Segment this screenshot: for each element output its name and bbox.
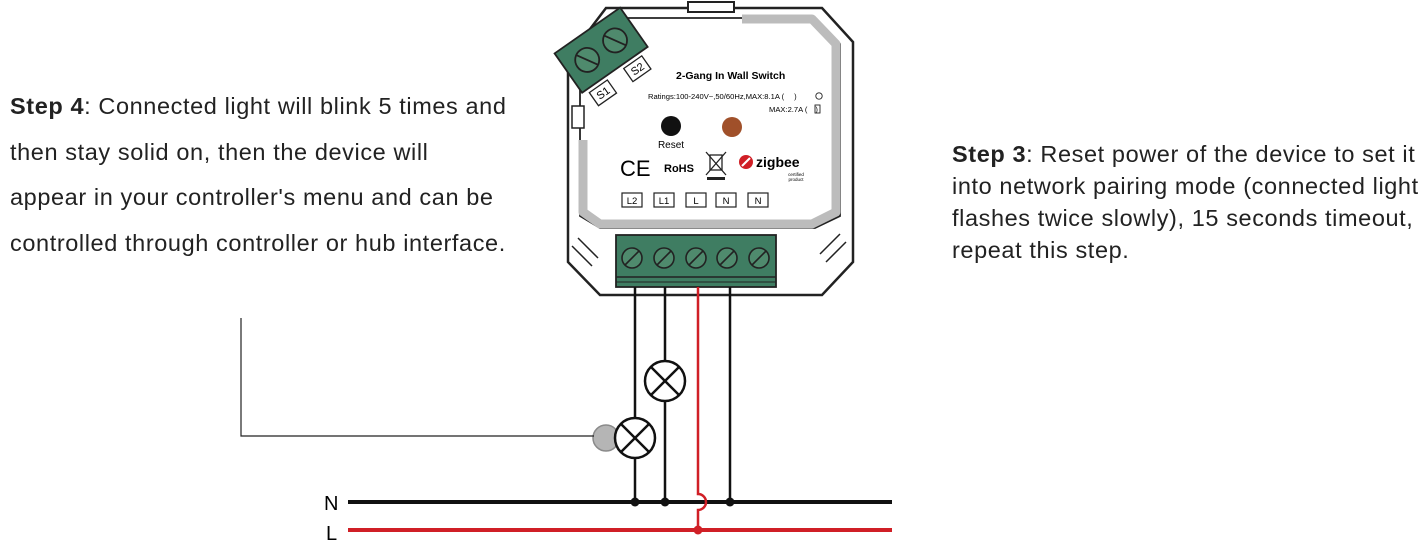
wiring: N L	[240, 287, 892, 543]
step-3-label: Step 3	[952, 141, 1027, 167]
junction-dot	[630, 497, 640, 507]
corner-mark	[571, 245, 593, 267]
module-rim	[578, 14, 841, 229]
zigbee-certified-2: product	[788, 177, 804, 182]
junction-dot	[725, 497, 735, 507]
wire-live	[696, 287, 708, 530]
ratings-line-1: Ratings:100-240V~,50/60Hz,MAX:8.1A ()	[648, 92, 797, 101]
reset-label: Reset	[658, 140, 684, 151]
top-terminal-block: S1 S2	[553, 6, 652, 107]
weee-bin-icon	[705, 151, 727, 180]
terminal-label-l1: L1	[659, 196, 670, 207]
neutral-bus-label: N	[324, 493, 338, 515]
lamp-2-icon	[613, 416, 657, 460]
switch-module: S1 S2 2-Gang In Wall Switch Ratings:100-…	[553, 1, 855, 297]
live-bus-label: L	[326, 523, 337, 543]
bottom-terminal-labels: L2 L1 L N N	[621, 192, 769, 208]
corner-mark	[577, 237, 599, 259]
corner-mark	[825, 241, 847, 263]
terminal-label-n2: N	[755, 196, 762, 207]
side-latch	[571, 105, 585, 129]
lamp-1-icon	[643, 359, 687, 403]
bottom-terminal-block	[615, 234, 777, 288]
corner-mark	[819, 233, 841, 255]
step-3-text: : Reset power of the device to set it in…	[952, 141, 1419, 263]
ce-mark: CE	[620, 156, 651, 181]
step-3-instruction: Step 3: Reset power of the device to set…	[952, 138, 1422, 266]
zigbee-brand: zigbee	[756, 154, 800, 170]
step-4-leader-line	[240, 318, 594, 437]
terminal-s2-box	[622, 54, 652, 83]
device-title: 2-Gang In Wall Switch	[676, 70, 785, 82]
top-clip	[687, 1, 735, 13]
motor-icon	[814, 104, 821, 114]
ratings-line-2: MAX:2.7A ()	[769, 105, 818, 114]
terminal-label-n1: N	[723, 196, 730, 207]
zigbee-logo-icon	[739, 155, 753, 169]
step-4-instruction: Step 4: Connected light will blink 5 tim…	[10, 84, 510, 266]
bulb-icon	[815, 92, 823, 100]
rohs-mark: RoHS	[664, 163, 694, 175]
terminal-label-l2: L2	[627, 196, 638, 207]
reset-button[interactable]	[661, 116, 681, 136]
step-4-label: Step 4	[10, 93, 85, 119]
junction-dot	[660, 497, 670, 507]
zigbee-certified-1: certified	[788, 172, 804, 177]
step-4-text: : Connected light will blink 5 times and…	[10, 93, 507, 256]
terminal-s1-box	[588, 79, 618, 107]
terminal-label-l: L	[693, 196, 698, 207]
junction-dot	[693, 525, 703, 535]
status-led	[722, 117, 742, 137]
